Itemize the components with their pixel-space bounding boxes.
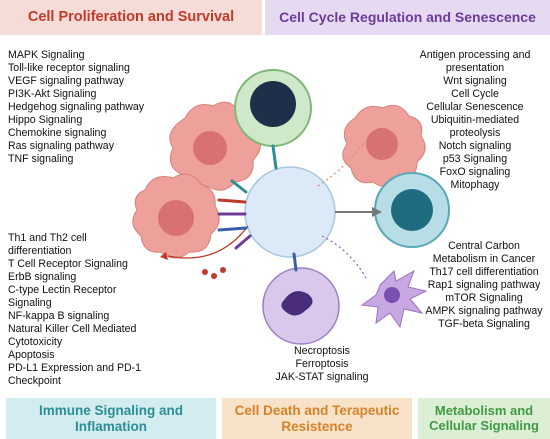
list-item: Chemokine signaling [8,127,107,139]
list-item: differentiation [8,245,72,257]
list-item: Toll-like receptor signaling [8,62,130,74]
list-item: Cell Cycle [451,88,499,100]
list-item: PI3K-Akt Signaling [8,88,97,100]
list-item: T Cell Receptor Signaling [8,258,128,270]
list-item: C-type Lectin Receptor [8,284,117,296]
list-item: Central Carbon Metabolism in Cancer [432,240,536,265]
list-item: Ferroptosis [295,358,349,370]
green-cell [234,69,312,147]
purple-cell [262,267,340,345]
list-item: mTOR Signaling [445,292,523,304]
list-item: Hippo Signaling [8,114,83,126]
banner-cell-death: Cell Death and Terapeutic Resistence [222,398,412,439]
list-item: Signaling [8,297,52,309]
list-item: Checkpoint [8,375,61,387]
list-item: Cellular Senescence [426,101,524,113]
list-item: FoxO signaling [439,166,511,178]
list-item: Antigen processing and presentation [419,49,531,74]
receptor-markers [217,144,298,272]
banner-metabolism: Metabolism and Cellular Signaling [418,398,550,439]
list-item: ErbB signaling [8,271,77,283]
list-item: Ras signaling pathway [8,140,114,152]
list-item: Rap1 signaling pathway [427,279,541,291]
metabolism-pathway-list: Central Carbon Metabolism in Cancer Th17… [424,240,544,331]
list-item: Natural Killer Cell Mediated [8,323,137,335]
cell-death-pathway-list: Necroptosis Ferroptosis JAK-STAT signali… [262,345,382,384]
list-item: MAPK Signaling [8,49,85,61]
list-item: Th17 cell differentiation [429,266,539,278]
interaction-arrows [160,141,382,279]
list-item: JAK-STAT signaling [275,371,369,383]
list-item: TNF signaling [8,153,74,165]
list-item: Cytotoxicity [8,336,63,348]
list-item: PD-L1 Expression and PD-1 [8,362,142,374]
list-item: VEGF signaling pathway [8,75,125,87]
banner-cell-cycle: Cell Cycle Regulation and Senescence [265,0,550,35]
proliferation-pathway-list: MAPK Signaling Toll-like receptor signal… [8,49,144,166]
immune-pathway-list: Th1 and Th2 cell differentiation T Cell … [8,232,141,388]
list-item: Notch signaling [438,140,512,152]
list-item: Apoptosis [8,349,55,361]
list-item: Hedgehog signaling pathway [8,101,145,113]
dendritic-cell [360,269,428,329]
list-item: Mitophagy [450,179,500,191]
list-item: Ubiquitin-mediated proteolysis [430,114,520,139]
tumor-cell-left [132,173,220,259]
list-item: NF-kappa B signaling [8,310,110,322]
banner-proliferation: Cell Proliferation and Survival [0,0,262,35]
list-item: Wnt signaling [443,75,507,87]
list-item: AMPK signaling pathway [425,305,543,317]
cell-cycle-pathway-list: Antigen processing and presentation Wnt … [410,49,540,192]
list-item: p53 Signaling [442,153,508,165]
banner-immune: Immune Signaling and Inflamation [6,398,216,439]
central-cell [244,166,336,258]
tumor-cell-right [342,104,426,187]
list-item: TGF-beta Signaling [438,318,530,330]
list-item: Necroptosis [294,345,350,357]
list-item: Th1 and Th2 cell [8,232,87,244]
